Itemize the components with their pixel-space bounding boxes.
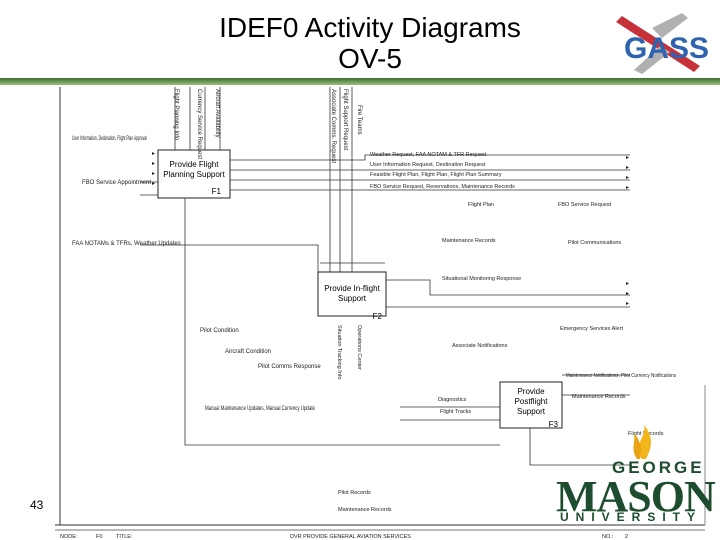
airplane-icon <box>616 13 700 74</box>
right-label: Maintenance Records <box>572 394 626 400</box>
right-label: Emergency Services Alert <box>560 326 623 332</box>
box-f3-label-3: Support <box>517 407 546 416</box>
left-label: Pilot Condition <box>200 328 239 334</box>
box-f3-label-2: Postflight <box>515 397 549 406</box>
box-f3-label-1: Provide <box>517 387 545 396</box>
right-label: Diagnostics <box>438 397 467 403</box>
right-label: FBO Service Request <box>558 202 612 208</box>
mid-vertical-label: Operations Center <box>356 325 362 370</box>
right-label: Flight Tracks <box>440 409 471 415</box>
top-input-label: Flight Support Request <box>342 89 348 151</box>
left-label: Pilot Comms Response <box>258 364 321 370</box>
left-label: Manual Maintenance Updates, Manual Curre… <box>205 406 315 412</box>
right-label: Pilot Records <box>338 490 371 496</box>
idef0-diagram: Provide Flight Planning Support F1 Provi… <box>55 87 706 540</box>
left-label: Aircraft Condition <box>225 349 271 355</box>
top-input-labels: Flight Planning Info Currency Service Re… <box>173 89 362 163</box>
slide-title: IDEF0 Activity Diagrams OV-5 <box>150 12 590 74</box>
footer-node-label: NODE: <box>60 534 78 540</box>
left-label: FBO Service Appointment <box>82 180 151 186</box>
gass-logo: GASS <box>616 13 709 74</box>
gmu-mason: MASON <box>556 472 716 521</box>
svg-text:▸: ▸ <box>152 181 155 187</box>
right-label: Maintenance Records <box>338 507 392 513</box>
left-label: FAA NOTAMs & TFRs, Weather Updates <box>72 241 181 247</box>
right-label: Pilot Communications <box>568 240 621 246</box>
footer-no-value: 2 <box>625 534 628 540</box>
activity-box-f2: Provide In-flight Support F2 <box>317 271 387 321</box>
svg-text:▸: ▸ <box>626 301 629 307</box>
top-input-label: Fire Teams <box>356 105 362 135</box>
box-f1-label-1: Provide Flight <box>170 160 220 169</box>
footer-title-value: DVR PROVIDE GENERAL AVIATION SERVICES <box>290 534 411 540</box>
right-label: Maintenance Notifications, Pilot Currenc… <box>566 373 676 379</box>
footer-no-label: NO.: <box>602 534 614 540</box>
box-f1-id: F1 <box>212 187 222 196</box>
activity-box-f3: Provide Postflight Support F3 <box>499 381 563 429</box>
right-label: Weather Request, FAA NOTAM & TFR Request <box>370 152 487 158</box>
svg-text:▸: ▸ <box>152 171 155 177</box>
arrow-ticks: ▸ ▸ ▸ ▸ ▸ ▸ ▸ ▸ ▸ ▸ ▸ <box>152 151 629 307</box>
page-number: 43 <box>30 498 44 512</box>
connector-lines <box>140 87 630 466</box>
box-f1-label-2: Planning Support <box>163 170 225 179</box>
box-f3-id: F3 <box>549 420 559 429</box>
svg-text:▸: ▸ <box>626 155 629 161</box>
activity-box-f1: Provide Flight Planning Support F1 <box>157 149 231 199</box>
left-label: User Information, Destination, Flight Pl… <box>72 136 147 142</box>
top-input-label: Aircraft Availability <box>214 89 220 138</box>
svg-text:▸: ▸ <box>152 151 155 157</box>
svg-text:▸: ▸ <box>626 281 629 287</box>
gmu-university: UNIVERSITY <box>560 510 703 524</box>
top-input-label: Associate Comms. Request <box>330 89 336 163</box>
diagram-footer: NODE: F0 TITLE: DVR PROVIDE GENERAL AVIA… <box>55 529 705 540</box>
box-f2-id: F2 <box>373 312 383 321</box>
svg-text:▸: ▸ <box>626 165 629 171</box>
footer-node-value: F0 <box>96 534 102 540</box>
svg-text:▸: ▸ <box>626 185 629 191</box>
top-input-label: Flight Planning Info <box>173 89 179 141</box>
right-label: Feasible Flight Plan, Flight Plan, Fligh… <box>370 172 502 178</box>
mid-vertical-label: Situation Tracking Info <box>336 325 342 379</box>
slide-title-line1: IDEF0 Activity Diagrams <box>219 12 521 43</box>
gmu-logo: GEORGE MASON UNIVERSITY <box>552 425 716 530</box>
svg-text:▸: ▸ <box>626 175 629 181</box>
slide-title-line2: OV-5 <box>338 43 402 74</box>
title-divider <box>0 78 720 85</box>
gmu-george: GEORGE <box>612 458 705 477</box>
right-labels: Weather Request, FAA NOTAM & TFR Request… <box>338 152 676 513</box>
right-label: Flight Plan <box>468 202 494 208</box>
gass-logo-text: GASS <box>624 32 709 65</box>
gmu-flame-icon <box>633 425 651 459</box>
box-f2-label-1: Provide In-flight <box>324 284 380 293</box>
top-input-label: Currency Service Request <box>196 89 202 159</box>
right-label: Maintenance Records <box>442 238 496 244</box>
svg-text:▸: ▸ <box>152 161 155 167</box>
box-f2-label-2: Support <box>338 294 367 303</box>
middle-vertical-labels: Operations Center Situation Tracking Inf… <box>336 325 362 379</box>
right-label: FBO Service Request, Reservations, Maint… <box>370 184 515 190</box>
right-label: Associate Notifications <box>452 343 508 349</box>
footer-title-label: TITLE: <box>116 534 133 540</box>
right-label: User Information Request, Destination Re… <box>370 162 486 168</box>
svg-text:▸: ▸ <box>626 291 629 297</box>
left-labels: User Information, Destination, Flight Pl… <box>72 136 321 412</box>
right-label: Situational Monitoring Response <box>442 276 521 282</box>
